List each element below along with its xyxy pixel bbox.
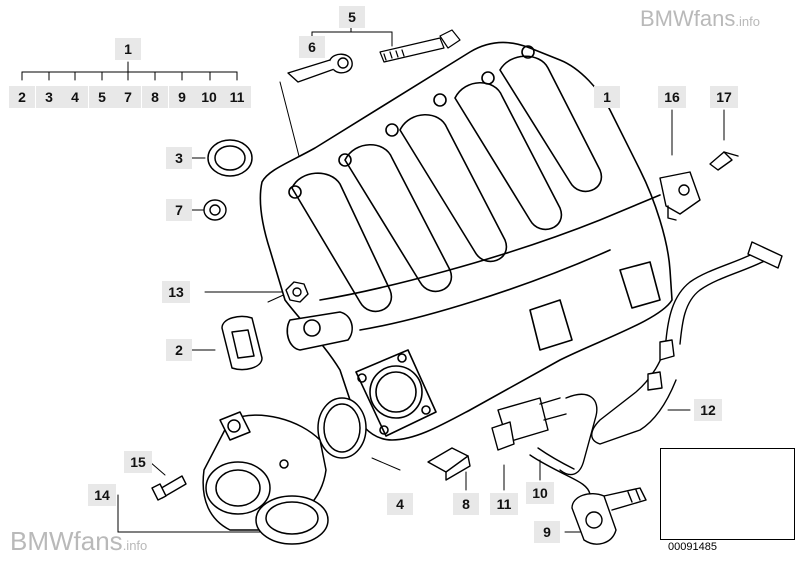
callout-9[interactable]: 9 (534, 521, 560, 543)
intake-manifold-art (259, 41, 673, 441)
bolt-short-art (287, 53, 353, 83)
throttle-body-14-art (202, 411, 329, 545)
callout-11[interactable]: 11 (490, 493, 518, 515)
diagram-part-number: 00091485 (668, 541, 717, 553)
vehicle-locator-inset (660, 448, 795, 540)
callout-3[interactable]: 3 (166, 147, 192, 169)
callout-14[interactable]: 14 (88, 484, 116, 506)
nut-13-art (285, 281, 309, 303)
screw-17-art (709, 151, 739, 171)
watermark-bottom: BMWfans.info (10, 526, 147, 557)
watermark-top-suffix: .info (735, 14, 760, 29)
gasket-2-art (221, 315, 263, 371)
callout-group-9[interactable]: 9 (169, 86, 195, 108)
callout-8[interactable]: 8 (453, 493, 479, 515)
callout-13[interactable]: 13 (162, 281, 190, 303)
callout-15[interactable]: 15 (124, 451, 152, 473)
callout-5-group[interactable]: 5 (339, 6, 365, 28)
callout-group-2[interactable]: 2 (9, 86, 35, 108)
seal-ring-4-art (317, 397, 367, 459)
callout-1[interactable]: 1 (594, 86, 620, 108)
bolt-long-art (379, 29, 461, 63)
watermark-top: BMWfans.info (640, 6, 760, 32)
watermark-top-main: BMWfans (640, 6, 736, 31)
grommet-7-art (203, 199, 227, 221)
callout-group-3[interactable]: 3 (36, 86, 62, 108)
callout-group-5[interactable]: 5 (89, 86, 115, 108)
watermark-bottom-main: BMWfans (10, 526, 123, 556)
watermark-bottom-suffix: .info (122, 538, 148, 553)
callout-2[interactable]: 2 (166, 339, 192, 361)
callout-17[interactable]: 17 (710, 86, 738, 108)
callout-group-11[interactable]: 11 (223, 86, 251, 108)
callout-7[interactable]: 7 (166, 199, 192, 221)
sensor-16-art (659, 171, 701, 221)
callout-group-4[interactable]: 4 (62, 86, 88, 108)
hose-10-art (529, 447, 591, 495)
bolt-15-art (151, 475, 187, 501)
callout-6[interactable]: 6 (299, 36, 325, 58)
seal-ring-3-art (207, 139, 253, 177)
callout-group-8[interactable]: 8 (142, 86, 168, 108)
callout-10[interactable]: 10 (526, 482, 554, 504)
vacuum-hose-12-art (591, 241, 783, 445)
group-bracket-1 (21, 61, 238, 81)
callout-12[interactable]: 12 (694, 399, 722, 421)
callout-group-10[interactable]: 10 (195, 86, 223, 108)
callout-4[interactable]: 4 (387, 493, 413, 515)
solenoid-valve-11-art (491, 393, 598, 476)
callout-16[interactable]: 16 (658, 86, 686, 108)
callout-1-group[interactable]: 1 (115, 38, 141, 60)
callout-group-7[interactable]: 7 (115, 86, 141, 108)
pressure-converter-9-art (571, 487, 647, 545)
clip-8-art (427, 447, 471, 481)
